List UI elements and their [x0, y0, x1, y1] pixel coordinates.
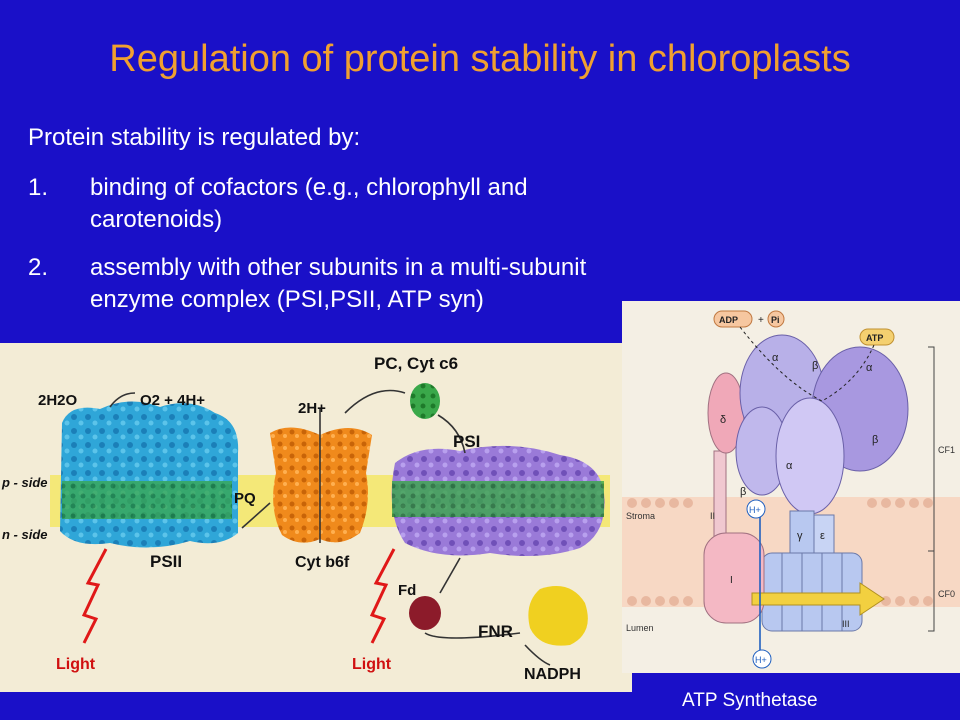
- oxygen-label: O2 + 4H+: [140, 392, 205, 409]
- pc-protein: [410, 383, 440, 419]
- proton-flow-arrow: [751, 582, 885, 616]
- atp-synthase-caption: ATP Synthetase: [682, 690, 818, 711]
- light-label-2: Light: [352, 656, 392, 673]
- cf0-bracket: [928, 550, 935, 632]
- plus-label: +: [758, 315, 764, 326]
- atp-badge: [859, 328, 895, 346]
- proton-bottom-circle: [752, 649, 772, 669]
- subunit-iii-label: III: [842, 619, 850, 629]
- beta-label-right: β: [872, 434, 878, 446]
- alpha-label-right: α: [866, 362, 873, 374]
- electron-transport-diagram: 2H2O O2 + 4H+ PC, Cyt c6 2H+ p - side n …: [1, 354, 610, 683]
- proton-top-circle: [746, 499, 766, 519]
- water-label: 2H2O: [38, 392, 78, 409]
- fnr-label: FNR: [478, 622, 513, 641]
- proton-bottom-label: H+: [755, 655, 767, 665]
- list-item-1-line2: carotenoids): [90, 206, 223, 233]
- fd-protein: [409, 596, 441, 630]
- light-zigzag-2: [369, 548, 396, 644]
- adp-badge: [713, 310, 753, 328]
- nadph-label: NADPH: [524, 666, 581, 683]
- psi-label: PSI: [453, 432, 480, 451]
- delta-label: δ: [720, 414, 726, 426]
- alpha-label-top: α: [772, 352, 779, 364]
- stroma-label: Stroma: [626, 511, 655, 521]
- psi-chlorophyll: [392, 481, 604, 517]
- protons-label: 2H+: [298, 400, 326, 417]
- ring-dividers: [781, 553, 843, 631]
- proton-top-label: H+: [749, 505, 761, 515]
- epsilon-label: ε: [820, 530, 825, 542]
- pi-label: Pi: [771, 315, 780, 325]
- beta-label-left: β: [740, 486, 746, 498]
- atp-synthase-figure: ADP + Pi ATP α β α β δ β α γ ε II I III …: [622, 301, 960, 673]
- list-item-1-line1: binding of cofactors (e.g., chlorophyll …: [90, 174, 528, 201]
- light-label-1: Light: [56, 656, 96, 673]
- atp-label: ATP: [866, 333, 883, 343]
- psii-chlorophyll: [62, 481, 232, 519]
- intro-text: Protein stability is regulated by:: [28, 124, 361, 151]
- pi-badge: [767, 310, 785, 328]
- list-number-2: 2.: [28, 254, 49, 281]
- cf0-label: CF0: [938, 589, 955, 599]
- list-item-2-line2: enzyme complex (PSI,PSII, ATP syn): [90, 286, 484, 313]
- subunit-alpha-center: [775, 397, 845, 515]
- psii-complex: [60, 401, 239, 548]
- psii-label: PSII: [150, 552, 182, 571]
- gamma-label: γ: [797, 530, 803, 542]
- slide-title: Regulation of protein stability in chlor…: [109, 38, 851, 80]
- n-side-label: n - side: [2, 527, 48, 542]
- electron-transport-figure: 2H2O O2 + 4H+ PC, Cyt c6 2H+ p - side n …: [0, 343, 632, 692]
- fnr-protein: [528, 586, 588, 646]
- cf1-label: CF1: [938, 445, 955, 455]
- pq-label: PQ: [234, 490, 256, 507]
- adp-label: ADP: [719, 315, 738, 325]
- alpha-label-center: α: [786, 460, 793, 472]
- cyt-b6f-complex: [270, 427, 372, 543]
- beta-label-top: β: [812, 360, 818, 372]
- pc-label: PC, Cyt c6: [374, 354, 458, 373]
- reaction-arrow: [739, 326, 875, 402]
- subunit-ii-label: II: [710, 511, 715, 521]
- p-side-label: p - side: [1, 475, 48, 490]
- pathway-arrows: [109, 389, 551, 666]
- list-number-1: 1.: [28, 174, 49, 201]
- subunit-i: [703, 532, 765, 624]
- subunit-i-label: I: [730, 575, 733, 586]
- lumen-label: Lumen: [626, 623, 654, 633]
- list-item-2-line1: assembly with other subunits in a multi-…: [90, 254, 587, 281]
- light-zigzag-1: [81, 548, 108, 644]
- cyt-label: Cyt b6f: [295, 554, 350, 571]
- fd-label: Fd: [398, 582, 416, 599]
- atp-synthase-diagram: ADP + Pi ATP α β α β δ β α γ ε II I III …: [622, 310, 960, 669]
